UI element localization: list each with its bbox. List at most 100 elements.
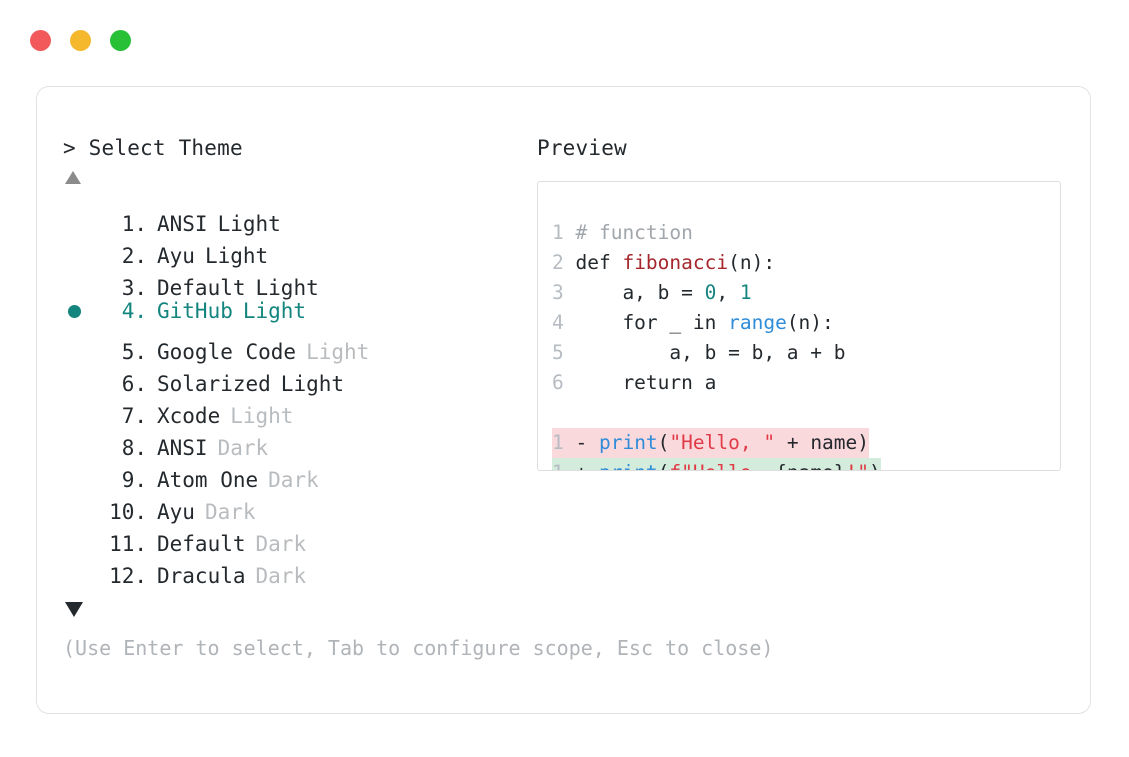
preview-title: Preview [537,136,627,160]
code-token: a, b = [575,281,705,304]
theme-item-variant: Dark [268,468,319,492]
theme-list-item[interactable]: 9. Atom One Dark [63,455,533,492]
line-number: 1 [552,431,576,454]
bullet-icon [68,305,81,318]
window-traffic-lights [30,30,131,51]
code-line: 3 a, b = 0, 1 [552,278,1060,308]
marker-placeholder [63,263,95,295]
minimize-button-dot[interactable] [70,30,91,51]
code-token: ( [658,461,670,470]
marker-placeholder [63,487,95,519]
code-token: !" [846,461,869,470]
code-token: ) [869,461,881,470]
code-token: 1 [739,281,752,304]
theme-item-number: 9. [121,468,147,492]
theme-item-variant: Light [255,276,319,300]
theme-item-number: 7. [121,404,147,428]
theme-item-variant: Dark [255,532,307,556]
code-token: return a [575,371,717,394]
code-line: 2 def fibonacci(n): [552,248,1060,278]
theme-item-variant: Dark [204,500,256,524]
theme-item-number: 1. [121,212,147,236]
theme-item-name: Ayu [157,244,195,268]
theme-item-number: 4. [121,299,147,323]
code-token: print [598,431,658,454]
theme-item-number: 8. [121,436,147,460]
code-token: a, b = b, a + b [575,341,846,364]
code-token: + name) [775,431,870,454]
code-token: range [728,311,787,334]
diff-marker: - [575,431,599,454]
theme-item-name: ANSI [157,436,208,460]
diff-line-row: 1 + print(f"Hello, {name}!") [552,458,1060,470]
marker-placeholder [63,327,95,359]
diff-removed-line: 1 - print("Hello, " + name) [552,428,870,458]
code-token: for _ in [575,311,729,334]
code-token: , [716,281,740,304]
theme-item-variant: Light [306,340,370,364]
line-number: 6 [552,371,576,394]
code-token: 0 [704,281,717,304]
marker-placeholder [63,231,95,263]
theme-item-variant: Light [230,404,294,428]
scroll-up-indicator[interactable] [63,167,533,193]
code-token: (n): [786,311,834,334]
theme-item-name: GitHub [157,299,233,323]
theme-item-name: Default [157,532,246,556]
theme-list-item[interactable]: 8. ANSI Dark [63,423,533,460]
marker-placeholder [63,519,95,551]
line-number: 2 [552,251,576,274]
scroll-down-indicator[interactable] [63,599,533,625]
line-number: 4 [552,311,576,334]
theme-item-number: 5. [121,340,147,364]
theme-list-item[interactable]: 5. Google Code Light [63,327,533,364]
theme-list-item[interactable]: 1. ANSI Light [63,199,533,236]
triangle-down-icon [65,602,83,617]
marker-placeholder [63,455,95,487]
theme-item-variant: Dark [217,436,269,460]
marker-placeholder [63,391,95,423]
close-button-dot[interactable] [30,30,51,51]
code-line: 6 return a [552,368,1060,398]
theme-select-title: > Select Theme [63,136,243,160]
code-line: 4 for _ in range(n): [552,308,1060,338]
theme-item-name: ANSI [157,212,208,236]
code-line: 1 # function [552,218,1060,248]
code-token: {name} [775,461,845,470]
triangle-up-icon [65,171,81,184]
theme-item-number: 11. [109,532,147,556]
code-token: "Hello, " [669,431,776,454]
diff-line-row: 1 - print("Hello, " + name) [552,428,1060,458]
code-token: (n): [728,251,776,274]
theme-item-number: 12. [109,564,147,588]
theme-item-number: 6. [121,372,147,396]
theme-item-name: Xcode [157,404,221,428]
theme-item-name: Google Code [157,340,297,364]
maximize-button-dot[interactable] [110,30,131,51]
theme-item-variant: Light [204,244,269,268]
line-number: 1 [552,461,575,470]
theme-item-variant: Light [217,212,281,236]
code-token: print [599,461,658,470]
diff-added-line: 1 + print(f"Hello, {name}!") [552,458,881,470]
marker-placeholder [63,359,95,391]
theme-item-name: Ayu [157,500,195,524]
theme-list-item[interactable]: 11. Default Dark [63,519,533,556]
selected-bullet-icon [63,296,95,328]
theme-item-name: Atom One [157,468,259,492]
marker-placeholder [63,551,95,583]
theme-list-item[interactable]: 7. Xcode Light [63,391,533,428]
